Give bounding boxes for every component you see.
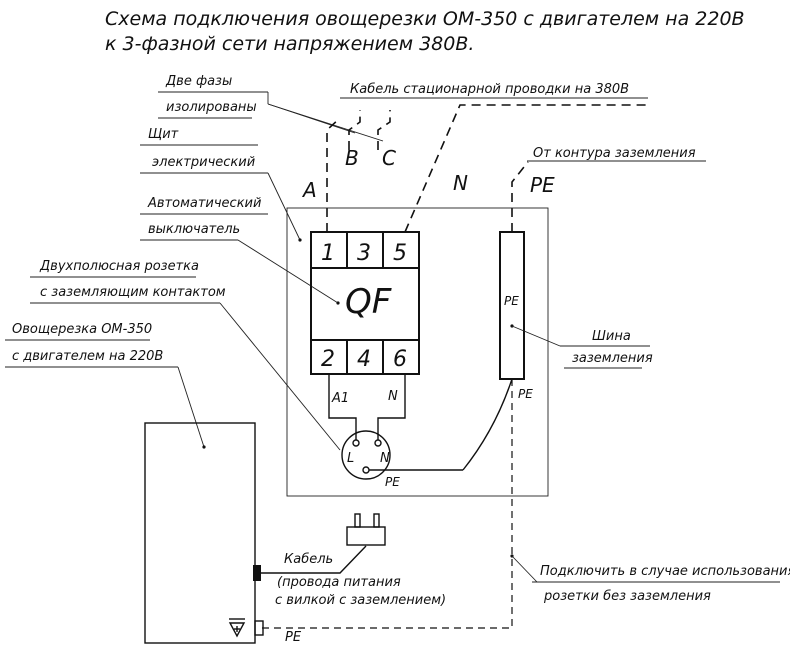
socket-callout: Двухполюсная розетка с заземляющим конта… xyxy=(30,259,341,451)
terminal-4: 4 xyxy=(357,347,371,372)
cable-label-2: (провода питания xyxy=(277,575,401,590)
title-line-1: Схема подключения овощерезки ОМ-350 с дв… xyxy=(105,8,745,30)
two-pole-socket xyxy=(341,430,463,480)
two-phases-label-1: Две фазы xyxy=(165,74,232,89)
two-phases-callout: Две фазы изолированы xyxy=(158,74,384,142)
pe-terminal xyxy=(254,620,264,636)
terminal-2: 2 xyxy=(321,347,335,372)
breaker-callout: Автоматический выключатель xyxy=(140,196,340,305)
machine-label-2: с двигателем на 220В xyxy=(12,349,163,364)
breaker-label-2: выключатель xyxy=(148,222,240,237)
incoming-phase-wires xyxy=(326,104,650,233)
connect-if-label-1: Подключить в случае использования xyxy=(540,564,790,579)
grounding-bus xyxy=(462,231,525,471)
plug-icon xyxy=(346,526,386,546)
socket-l-label: L xyxy=(347,451,354,466)
neutral-label: N xyxy=(453,171,468,195)
bus-label-2: заземления xyxy=(572,351,653,366)
electrical-panel xyxy=(286,207,549,497)
terminal-6: 6 xyxy=(393,347,407,372)
socket-pe-label: PE xyxy=(385,475,400,489)
panel-label-2: электрический xyxy=(152,155,255,170)
wire-a1-label: A1 xyxy=(331,391,349,406)
power-cable xyxy=(261,513,386,574)
machine-label-1: Овощерезка ОМ-350 xyxy=(12,322,152,337)
phase-b-label: B xyxy=(345,146,359,170)
ground-loop-label: От контура заземления xyxy=(533,146,696,161)
phase-a-label: A xyxy=(301,178,317,202)
socket-label-1: Двухполюсная розетка xyxy=(39,259,199,274)
bus-pe-label: PE xyxy=(504,294,519,308)
bus-callout: Шина заземления xyxy=(511,325,653,369)
panel-callout: Щит электрический xyxy=(140,127,302,242)
cable-label-1: Кабель xyxy=(284,552,333,567)
two-phases-label-2: изолированы xyxy=(166,100,257,115)
vegetable-cutter-machine xyxy=(144,422,256,644)
socket-n-label: N xyxy=(380,451,390,466)
wire-n-label: N xyxy=(388,389,398,404)
optional-pe-wire xyxy=(262,379,513,629)
title-line-2: к 3-фазной сети напряжением 380В. xyxy=(105,33,474,55)
cable-label-3: с вилкой с заземлением) xyxy=(275,593,446,608)
ground-symbol-icon xyxy=(228,618,246,638)
panel-label-1: Щит xyxy=(148,127,179,142)
breaker-output-wires xyxy=(328,374,406,440)
breaker-label-1: Автоматический xyxy=(147,196,261,211)
ground-pe-label: PE xyxy=(530,173,555,197)
terminal-5: 5 xyxy=(393,241,407,266)
cable-callout: Кабель (провода питания с вилкой с зазем… xyxy=(275,552,446,608)
bus-label-1: Шина xyxy=(592,329,631,344)
cable-380-label: Кабель стационарной проводки на 380В xyxy=(350,82,629,97)
connect-if-callout: Подключить в случае использования розетк… xyxy=(511,555,790,604)
terminal-1: 1 xyxy=(321,241,335,266)
machine-pe-label: PE xyxy=(285,630,302,645)
bus-bottom-pe-label: PE xyxy=(518,387,533,401)
socket-label-2: с заземляющим контактом xyxy=(40,285,226,300)
power-cable-entry xyxy=(253,565,261,581)
breaker-name: QF xyxy=(345,282,392,322)
connect-if-label-2: розетки без заземления xyxy=(543,589,711,604)
machine-callout: Овощерезка ОМ-350 с двигателем на 220В xyxy=(5,322,206,449)
terminal-3: 3 xyxy=(357,241,371,266)
circuit-breaker xyxy=(310,231,420,375)
phase-c-label: C xyxy=(382,146,396,170)
